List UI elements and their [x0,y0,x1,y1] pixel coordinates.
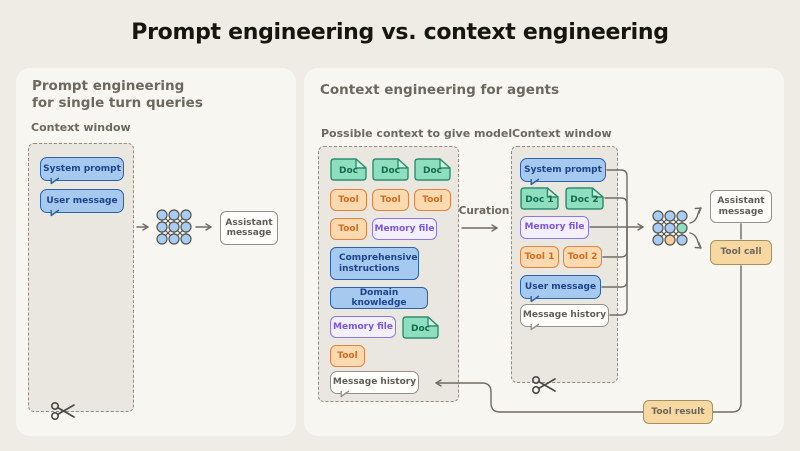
left-context-window-box [28,143,134,412]
doc-label: Doc 2 [570,194,599,205]
bubble-tail-icon [50,209,60,217]
doc-label: Doc [381,165,400,176]
chip-system-prompt: System prompt [520,158,606,186]
possible-context-label: Possible context to give model [321,127,513,140]
chip-memory-file: Memory file [372,218,437,240]
domain-knowledge-label: Domain knowledge [351,287,407,309]
chip-message-history: Message history [330,371,419,398]
doc-label: Doc [339,165,358,176]
tool-label: Tool 2 [567,251,598,262]
tool-label: Tool [380,194,401,205]
bubble-tail-icon [50,177,60,185]
message-history-label: Message history [332,377,417,388]
scissors-icon [531,376,556,395]
chip-tool: Tool [414,189,451,211]
page-title: Prompt engineering vs. context engineeri… [131,20,669,45]
chip-tool: Tool [372,189,409,211]
chip-user-message-label: User message [46,195,118,206]
tool-call-box: Tool call [710,240,772,265]
doc-icon: Doc [330,158,367,181]
tool-call-label: Tool call [720,247,762,258]
chip-system-prompt-label: System prompt [524,164,602,175]
curation-label: Curation [458,205,510,217]
chip-tool: Tool 1 [520,246,559,268]
left-panel-title: Prompt engineering for single turn queri… [32,78,203,112]
doc-icon: Doc 1 [520,187,559,210]
chip-user-message-label: User message [524,281,597,292]
tool-label: Tool [337,350,358,361]
chip-user-message: User message [520,275,601,303]
chip-memory-file: Memory file [520,216,589,239]
chip-tool: Tool [330,218,367,240]
chip-tool: Tool [330,189,367,211]
right-assistant-message-label: Assistant message [717,196,765,217]
bubble-tail-icon [340,390,350,398]
chip-user-message: User message [40,189,124,217]
scissors-icon [50,402,75,421]
tool-result-box: Tool result [643,400,713,424]
memory-file-label: Memory file [374,223,435,234]
bubble-tail-icon [530,295,540,303]
right-context-window-label: Context window [512,127,612,140]
doc-label: Doc [423,165,442,176]
left-assistant-message-label: Assistant message [225,217,273,239]
chip-comprehensive-instructions: Comprehensive instructions [330,247,419,280]
bubble-tail-icon [530,323,540,331]
left-assistant-message-box: Assistant message [220,211,278,245]
chip-domain-knowledge: Domain knowledge [330,287,428,309]
chip-message-history: Message history [520,304,609,331]
model-icon [652,210,688,246]
message-history-label: Message history [522,310,607,321]
doc-icon: Doc 2 [565,187,604,210]
tool-label: Tool 1 [524,251,555,262]
chip-tool: Tool 2 [563,246,602,268]
doc-icon: Doc [402,316,439,339]
right-panel-title: Context engineering for agents [320,82,560,98]
doc-icon: Doc [372,158,409,181]
left-context-window-label: Context window [31,121,131,134]
memory-file-label: Memory file [524,222,585,233]
bubble-tail-icon [530,178,540,186]
chip-tool: Tool [330,345,365,367]
comprehensive-instructions-label: Comprehensive instructions [339,253,418,274]
tool-label: Tool [338,194,359,205]
left-panel-title-line2: for single turn queries [32,95,203,111]
model-icon [156,209,192,245]
tool-label: Tool [422,194,443,205]
chip-system-prompt-label: System prompt [43,163,121,174]
memory-file-label: Memory file [333,321,393,332]
doc-label: Doc [411,323,430,334]
doc-label: Doc 1 [525,194,554,205]
chip-system-prompt: System prompt [40,157,124,185]
tool-label: Tool [338,223,359,234]
left-panel-title-line1: Prompt engineering [32,78,185,94]
right-assistant-message-box: Assistant message [710,190,772,223]
doc-icon: Doc [414,158,451,181]
tool-result-label: Tool result [651,406,705,417]
chip-memory-file: Memory file [330,316,396,338]
